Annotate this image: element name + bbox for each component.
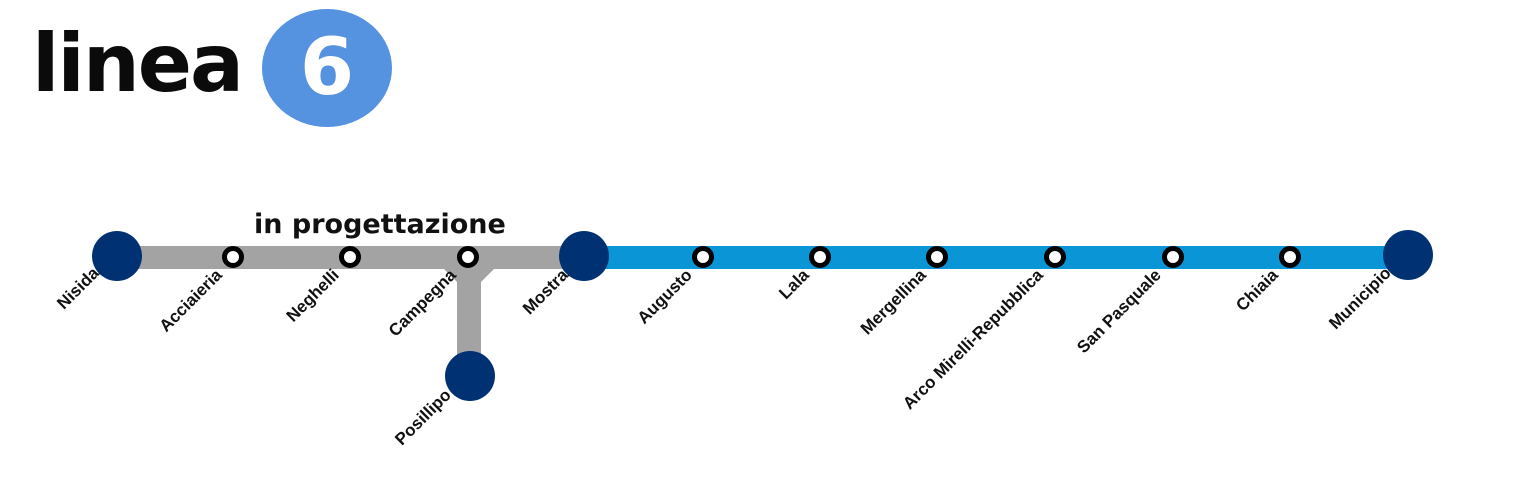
line-number-badge: 6 [262,9,393,127]
station-marker-arco-mirelli-repubblica[interactable] [1044,246,1066,268]
station-label-chiaia: Chiaia [1232,265,1282,315]
line-number: 6 [299,23,355,113]
station-marker-nisida[interactable] [92,231,142,281]
station-marker-posillipo[interactable] [445,351,495,401]
station-marker-mostra[interactable] [559,231,609,281]
station-marker-augusto[interactable] [692,246,714,268]
station-label-campegna: Campegna [385,265,460,340]
planned-section-label: in progettazione [254,209,506,240]
station-label-san-pasquale: San Pasquale [1073,265,1165,357]
active-line-segment [585,246,1408,269]
station-label-lala: Lala [775,265,813,303]
station-label-mostra: Mostra [519,265,572,318]
line-title: linea 6 [32,9,393,127]
station-label-municipio: Municipio [1325,263,1395,333]
station-label-neghelli: Neghelli [283,265,343,325]
station-marker-neghelli[interactable] [339,246,361,268]
station-label-nisida: Nisida [53,263,103,313]
station-label-mergellina: Mergellina [857,265,930,338]
line-title-word: linea [32,17,244,110]
station-marker-san-pasquale[interactable] [1162,246,1184,268]
planned-spur-segment [443,268,495,378]
station-marker-lala[interactable] [809,246,831,268]
station-label-posillipo: Posillipo [391,385,455,449]
station-label-augusto: Augusto [634,265,696,327]
station-marker-acciaieria[interactable] [222,246,244,268]
station-marker-campegna[interactable] [457,246,479,268]
station-marker-mergellina[interactable] [926,246,948,268]
station-marker-municipio[interactable] [1383,230,1433,280]
station-label-acciaieria: Acciaieria [156,265,227,336]
station-marker-chiaia[interactable] [1279,246,1301,268]
